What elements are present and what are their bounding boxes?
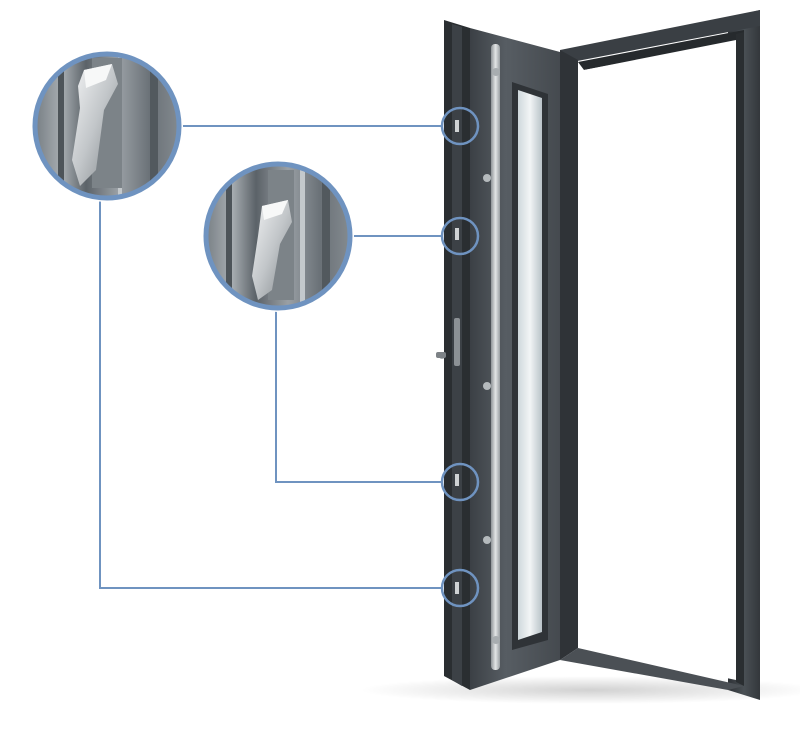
zoom-view-middle bbox=[202, 160, 354, 312]
callout-lines bbox=[99, 125, 442, 589]
hook-bolt bbox=[455, 120, 459, 132]
door-frame bbox=[560, 10, 760, 700]
hook-bolt-detail bbox=[72, 64, 118, 186]
callout-markers bbox=[440, 106, 480, 608]
callout-circle-3 bbox=[440, 462, 480, 502]
lock-knob bbox=[483, 382, 491, 390]
callout-circle-4 bbox=[440, 568, 480, 608]
lock-cylinder bbox=[454, 318, 460, 366]
hook-bolt bbox=[455, 582, 459, 594]
callout-circle-2 bbox=[440, 216, 480, 256]
hook-bolt-detail bbox=[252, 200, 292, 300]
bar-handle bbox=[491, 44, 500, 670]
hook-bolt bbox=[455, 228, 459, 240]
zoom-view-top bbox=[31, 50, 183, 202]
hook-bolt bbox=[455, 474, 459, 486]
callout-circle-1 bbox=[440, 106, 480, 146]
lock-knob bbox=[483, 536, 491, 544]
lock-knob bbox=[483, 174, 491, 182]
door-glass bbox=[518, 90, 542, 640]
door-leaf bbox=[436, 20, 560, 690]
